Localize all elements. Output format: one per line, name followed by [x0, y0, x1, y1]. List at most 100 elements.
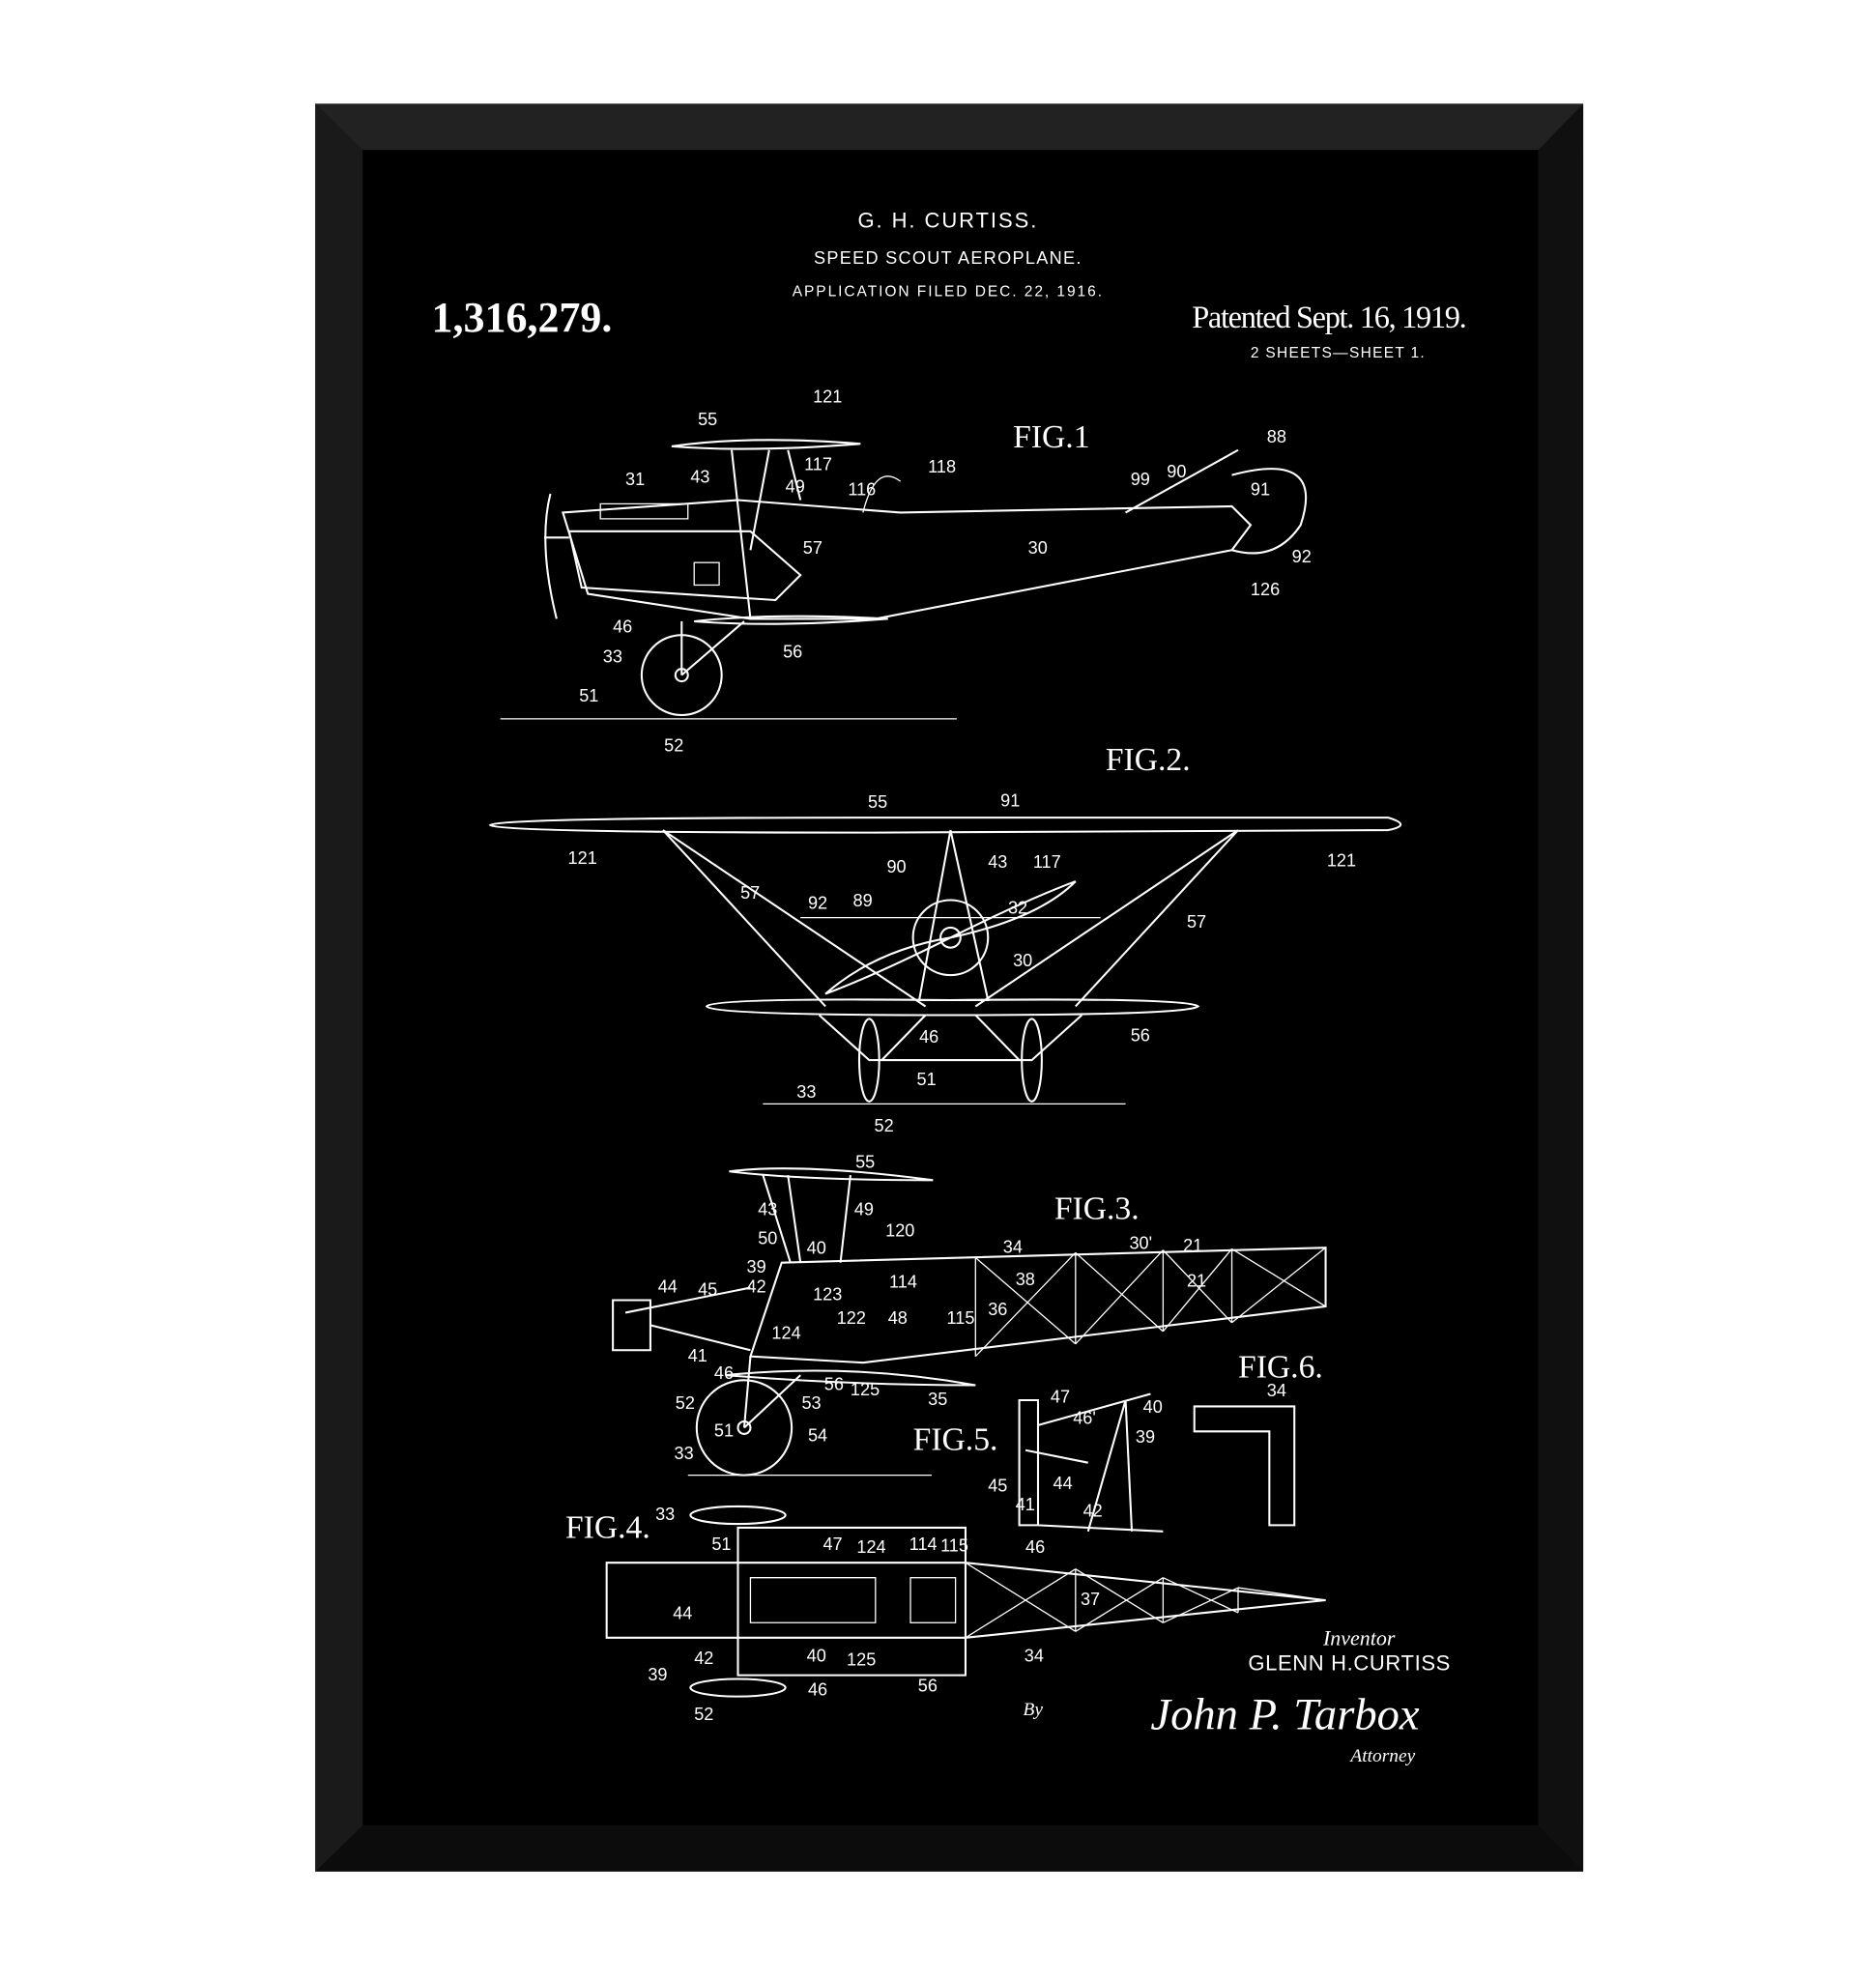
part-number-label: 35 — [928, 1390, 947, 1409]
part-number-label: 33 — [655, 1505, 675, 1524]
part-number-label: 92 — [808, 894, 827, 913]
figure-2-front-view: FIG.2. — [488, 742, 1402, 1105]
part-number-label: 40 — [807, 1239, 826, 1258]
part-number-label: 38 — [1016, 1270, 1035, 1289]
part-number-label: 121 — [1327, 851, 1356, 871]
figure-4-top-view: FIG.4. — [565, 1505, 1326, 1698]
part-number-label: 46' — [1073, 1409, 1096, 1428]
part-number-label: 52 — [664, 736, 683, 756]
patent-sheet — [362, 150, 1539, 1825]
part-number-label: 56 — [783, 643, 802, 662]
part-number-label: 46 — [919, 1027, 938, 1047]
part-number-label: 57 — [740, 883, 760, 903]
part-number-label: 121 — [813, 387, 842, 407]
part-number-label: 34 — [1267, 1381, 1286, 1400]
part-number-label: 124 — [771, 1324, 800, 1343]
part-number-label: 90 — [1167, 462, 1186, 481]
part-number-label: 117 — [1033, 852, 1061, 872]
part-number-label: 39 — [648, 1665, 667, 1684]
part-number-label: 36 — [988, 1300, 1007, 1319]
part-number-label: 56 — [824, 1375, 844, 1394]
part-number-label: 120 — [885, 1221, 914, 1241]
part-number-label: 91 — [1251, 479, 1270, 499]
attorney-signature: John P. Tarbox — [1150, 1690, 1419, 1739]
part-number-label: 51 — [714, 1421, 734, 1441]
part-number-label: 50 — [758, 1228, 777, 1248]
part-number-label: 42 — [1083, 1501, 1103, 1520]
part-number-label: 121 — [568, 848, 597, 868]
part-number-label: 53 — [801, 1393, 821, 1413]
part-number-label: 30' — [1129, 1233, 1152, 1252]
part-number-label: 21 — [1187, 1271, 1206, 1290]
part-number-label: 92 — [1292, 547, 1312, 566]
part-number-label: 55 — [868, 792, 887, 812]
part-number-label: 49 — [854, 1200, 874, 1219]
part-number-label: 44 — [1053, 1474, 1073, 1493]
patent-number: 1,316,279. — [432, 294, 613, 341]
part-number-label: 48 — [888, 1308, 908, 1328]
part-number-label: 21 — [1183, 1236, 1202, 1255]
part-number-label: 45 — [988, 1476, 1007, 1495]
part-number-label: 52 — [875, 1116, 894, 1135]
by-label: By — [1023, 1700, 1043, 1720]
part-number-label: 46 — [613, 617, 632, 637]
part-number-label: 125 — [847, 1649, 876, 1669]
part-number-label: 115 — [947, 1308, 975, 1328]
part-number-label: 54 — [808, 1426, 827, 1446]
part-number-label: 47 — [1051, 1388, 1070, 1407]
attorney-label: Attorney — [1348, 1746, 1415, 1766]
figure-4-part-numbers: 33 51 47 124 114 115 37 44 42 40 125 34 … — [648, 1505, 1100, 1724]
part-number-label: 90 — [886, 857, 906, 876]
figure-1-side-view: FIG.1 — [500, 419, 1308, 720]
part-number-label: 43 — [690, 467, 709, 486]
part-number-label: 57 — [1187, 912, 1206, 932]
part-number-label: 55 — [698, 410, 717, 429]
part-number-label: 49 — [786, 477, 805, 497]
fig5-label: FIG.5. — [913, 1422, 998, 1458]
part-number-label: 46 — [1025, 1537, 1045, 1557]
part-number-label: 33 — [603, 647, 622, 667]
part-number-label: 124 — [856, 1537, 885, 1557]
part-number-label: 45 — [698, 1279, 717, 1299]
fig1-label: FIG.1 — [1013, 419, 1089, 455]
part-number-label: 46 — [714, 1363, 734, 1383]
sheet-count: 2 SHEETS—SHEET 1. — [1251, 345, 1426, 361]
part-number-label: 126 — [1251, 580, 1280, 599]
part-number-label: 33 — [796, 1082, 816, 1102]
figure-3-part-numbers: 55 43 49 50 40 120 34 30' 21 38 21 39 44… — [658, 1152, 1206, 1462]
part-number-label: 122 — [837, 1308, 866, 1328]
part-number-label: 57 — [803, 538, 823, 558]
part-number-label: 99 — [1131, 470, 1150, 489]
part-number-label: 43 — [758, 1200, 777, 1219]
part-number-label: 47 — [823, 1534, 842, 1554]
part-number-label: 114 — [909, 1534, 938, 1554]
part-number-label: 37 — [1081, 1590, 1100, 1609]
part-number-label: 46 — [808, 1679, 827, 1699]
figure-6-detail: FIG.6. 34 — [1193, 1350, 1323, 1527]
part-number-label: 123 — [813, 1284, 842, 1304]
inventor-name: GLENN H.CURTISS — [1248, 1650, 1451, 1675]
fig4-label: FIG.4. — [565, 1509, 650, 1545]
part-number-label: 56 — [918, 1676, 938, 1695]
part-number-label: 89 — [853, 891, 873, 910]
part-number-label: 41 — [1016, 1495, 1035, 1514]
patented-date: Patented Sept. 16, 1919. — [1192, 300, 1465, 334]
patent-header: G. H. CURTISS. SPEED SCOUT AEROPLANE. AP… — [432, 208, 1467, 361]
part-number-label: 56 — [1131, 1026, 1150, 1046]
part-number-label: 91 — [1000, 790, 1020, 810]
part-number-label: 31 — [625, 470, 645, 489]
part-number-label: 42 — [694, 1649, 713, 1668]
part-number-label: 51 — [579, 686, 598, 705]
fig2-label: FIG.2. — [1106, 742, 1191, 778]
part-number-label: 40 — [807, 1646, 826, 1665]
part-number-label: 114 — [889, 1273, 917, 1292]
part-number-label: 88 — [1267, 427, 1286, 446]
part-number-label: 117 — [804, 454, 832, 473]
figure-1-part-numbers: 55 121 31 43 49 117 116 118 30 99 90 88 … — [579, 387, 1312, 756]
part-number-label: 33 — [675, 1444, 694, 1463]
part-number-label: 118 — [928, 457, 956, 476]
part-number-label: 41 — [688, 1346, 707, 1365]
figure-2-part-numbers: 55 91 121 121 57 90 43 117 92 89 32 57 3… — [568, 790, 1357, 1134]
part-number-label: 43 — [988, 852, 1007, 872]
